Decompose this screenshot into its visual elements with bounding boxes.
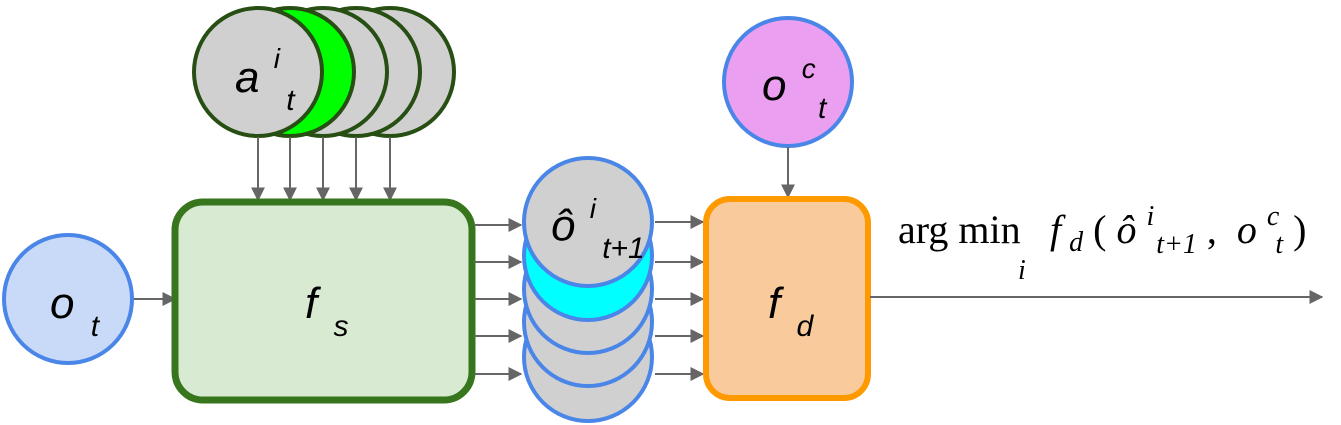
formula-arg1-sub: t+1 bbox=[1156, 229, 1197, 260]
action-circle-front bbox=[192, 6, 324, 138]
forward-model-base: f bbox=[305, 279, 322, 328]
action-label: a i t bbox=[235, 29, 296, 117]
distance-base: f bbox=[768, 279, 785, 328]
goal-base: o bbox=[762, 61, 786, 110]
observation-node: o t bbox=[2, 233, 134, 365]
argmin-formula: arg min i f d ( ô i t+1 , o c t ) bbox=[898, 189, 1306, 286]
goal-sub: t bbox=[818, 92, 828, 125]
formula-func-sub: d bbox=[1069, 227, 1084, 258]
formula-arg1-sup: i bbox=[1146, 201, 1154, 232]
observation-circle bbox=[2, 233, 134, 365]
prediction-base: ô bbox=[551, 201, 575, 250]
formula-arg2: o bbox=[1237, 207, 1257, 252]
formula-op: arg min bbox=[898, 207, 1021, 252]
distance-box bbox=[703, 196, 871, 401]
goal-sup: c bbox=[802, 53, 816, 84]
prediction-sup: i bbox=[590, 193, 597, 224]
formula-arg2-sup: c bbox=[1267, 201, 1280, 232]
observation-sub: t bbox=[91, 310, 101, 343]
forward-model-box bbox=[171, 198, 476, 404]
formula-comma: , bbox=[1207, 207, 1217, 252]
formula-expression: f d ( ô i t+1 , o c t ) bbox=[1050, 189, 1306, 262]
observation-label: o t bbox=[50, 279, 101, 343]
forward-model-node: f s bbox=[171, 198, 476, 404]
prediction-label: ô i t+1 bbox=[551, 179, 645, 265]
prediction-circle-front bbox=[522, 156, 654, 288]
action-sub: t bbox=[286, 84, 296, 117]
action-stack: a i t bbox=[192, 6, 456, 138]
observation-base: o bbox=[50, 279, 74, 328]
formula-close-paren: ) bbox=[1293, 207, 1306, 252]
goal-circle bbox=[722, 16, 854, 148]
forward-model-label: f s bbox=[305, 279, 348, 343]
distance-label: f d bbox=[768, 279, 814, 343]
formula-op-sub: i bbox=[1018, 255, 1026, 286]
formula-open-paren: ( bbox=[1093, 207, 1106, 252]
goal-label: o c t bbox=[762, 39, 828, 125]
action-sup: i bbox=[274, 43, 281, 74]
distance-sub: d bbox=[796, 310, 814, 343]
prediction-sub: t+1 bbox=[602, 232, 645, 265]
action-base: a bbox=[235, 53, 259, 102]
formula-arg2-sub: t bbox=[1275, 229, 1284, 260]
formula-arg1: ô bbox=[1116, 207, 1136, 252]
prediction-stack: ô i t+1 bbox=[522, 156, 654, 423]
forward-model-sub: s bbox=[333, 310, 348, 343]
distance-node: f d bbox=[703, 196, 871, 401]
formula-func: f bbox=[1050, 207, 1066, 252]
goal-node: o c t bbox=[722, 16, 854, 148]
